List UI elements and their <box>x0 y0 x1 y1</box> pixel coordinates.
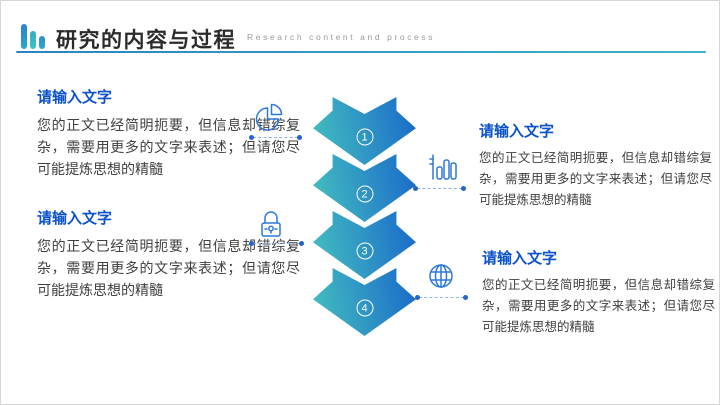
block-body: 您的正文已经简明扼要，但信息却错综复杂，需要用更多的文字来表述；但请您尽可能提炼… <box>479 151 712 207</box>
bar-chart-logo-icon <box>21 23 47 49</box>
chevron-arrow-step-1: 1 <box>313 97 416 165</box>
block-heading: 请输入文字 <box>482 250 558 267</box>
connector-line-2 <box>413 186 466 191</box>
pie-chart-icon <box>251 102 284 135</box>
text-block-4: 请输入文字 您的正文已经简明扼要，但信息却错综复杂，需要用更多的文字来表述；但请… <box>482 247 715 338</box>
text-block-1: 请输入文字 您的正文已经简明扼要，但信息却错综复杂，需要用更多的文字来表述；但请… <box>37 86 300 180</box>
connector-line-4 <box>415 295 468 300</box>
block-heading: 请输入文字 <box>37 89 113 106</box>
step-number-badge: 4 <box>356 299 373 317</box>
globe-icon <box>428 263 454 289</box>
block-body: 您的正文已经简明扼要，但信息却错综复杂，需要用更多的文字来表述；但请您尽可能提炼… <box>482 278 715 334</box>
page-title: 研究的内容与过程 <box>56 29 236 52</box>
text-block-2: 请输入文字 您的正文已经简明扼要，但信息却错综复杂，需要用更多的文字来表述；但请… <box>479 120 712 211</box>
bar-chart-icon <box>428 152 458 181</box>
page-subtitle: Research content and process <box>247 32 436 42</box>
block-body: 您的正文已经简明扼要，但信息却错综复杂，需要用更多的文字来表述；但请您尽可能提炼… <box>37 117 300 177</box>
header-divider <box>16 51 706 53</box>
text-block-3: 请输入文字 您的正文已经简明扼要，但信息却错综复杂，需要用更多的文字来表述；但请… <box>37 207 300 301</box>
step-number-badge: 3 <box>356 242 373 260</box>
block-heading: 请输入文字 <box>479 123 555 140</box>
block-body: 您的正文已经简明扼要，但信息却错综复杂，需要用更多的文字来表述；但请您尽可能提炼… <box>37 238 300 298</box>
connector-line-3 <box>249 241 304 246</box>
step-number-badge: 1 <box>356 128 373 146</box>
block-heading: 请输入文字 <box>37 210 113 227</box>
connector-line-1 <box>249 135 302 140</box>
step-number-badge: 2 <box>356 185 373 203</box>
lock-icon <box>255 208 287 240</box>
